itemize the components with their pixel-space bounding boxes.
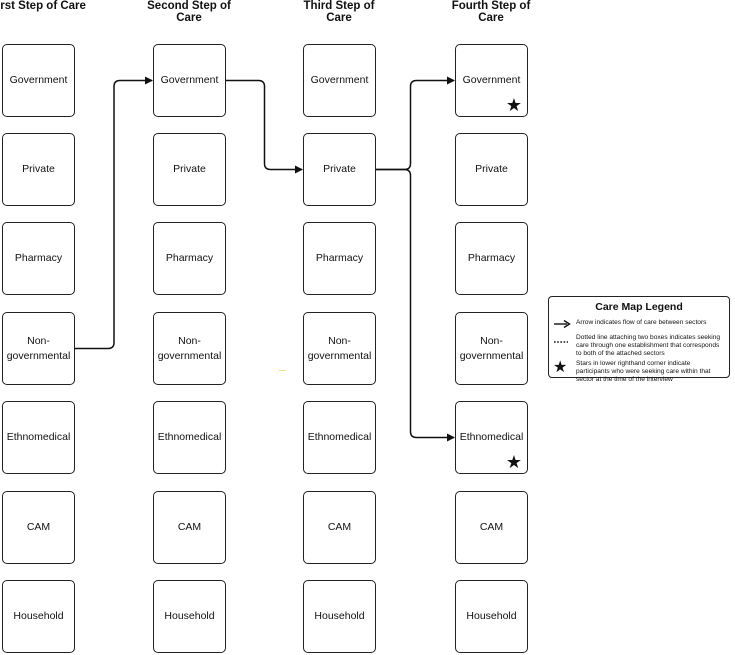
step3-government-box: Government bbox=[303, 44, 376, 117]
box-label: Private bbox=[22, 163, 55, 175]
flow-arrow-1 bbox=[226, 79, 303, 174]
step1-non-governmental-box: Non-governmental bbox=[2, 312, 75, 385]
step2-cam-box: CAM bbox=[153, 491, 226, 564]
box-label: Non-governmental bbox=[307, 334, 372, 362]
stray-mark bbox=[279, 370, 286, 371]
step3-non-governmental-box: Non-governmental bbox=[303, 312, 376, 385]
flow-arrow-3 bbox=[376, 168, 455, 442]
star-icon: ★ bbox=[553, 359, 568, 376]
step1-cam-box: CAM bbox=[2, 491, 75, 564]
step2-household-box: Household bbox=[153, 580, 226, 653]
box-label: Government bbox=[160, 74, 219, 86]
box-label: Government bbox=[310, 74, 369, 86]
legend-title: Care Map Legend bbox=[595, 301, 683, 313]
box-label: Non-governmental bbox=[157, 334, 222, 362]
step4-private-box: Private bbox=[455, 133, 528, 206]
step4-pharmacy-box: Pharmacy bbox=[455, 222, 528, 295]
column-header-second-step: Second Step of Care bbox=[147, 0, 231, 24]
legend-item-star: ★ Stars in lower righthand corner indica… bbox=[553, 359, 725, 384]
step4-cam-box: CAM bbox=[455, 491, 528, 564]
step1-pharmacy-box: Pharmacy bbox=[2, 222, 75, 295]
step2-ethnomedical-box: Ethnomedical bbox=[153, 401, 226, 474]
current-care-star-icon: ★ bbox=[505, 95, 522, 115]
box-label: Private bbox=[475, 163, 508, 175]
box-label: Private bbox=[173, 163, 206, 175]
box-label: Ethnomedical bbox=[157, 431, 222, 443]
care-map-legend: Care Map Legend Arrow indicates flow of … bbox=[548, 296, 730, 384]
step4-ethnomedical-box: Ethnomedical ★ bbox=[455, 401, 528, 474]
flow-arrow-2 bbox=[376, 76, 455, 171]
step4-government-box: Government ★ bbox=[455, 44, 528, 117]
box-label: Household bbox=[466, 610, 517, 622]
step4-household-box: Household bbox=[455, 580, 528, 653]
box-label: Private bbox=[323, 163, 356, 175]
step1-household-box: Household bbox=[2, 580, 75, 653]
box-label: Pharmacy bbox=[315, 252, 364, 264]
flow-arrow-0 bbox=[75, 76, 153, 350]
step2-private-box: Private bbox=[153, 133, 226, 206]
box-label: CAM bbox=[177, 521, 202, 533]
box-label: Pharmacy bbox=[467, 252, 516, 264]
box-label: Household bbox=[164, 610, 215, 622]
column-header-fourth-step: Fourth Step of Care bbox=[451, 0, 531, 24]
box-label: Government bbox=[9, 74, 68, 86]
legend-text-star: Stars in lower righthand corner indicate… bbox=[576, 360, 711, 383]
step3-private-box: Private bbox=[303, 133, 376, 206]
box-label: Government bbox=[462, 74, 521, 86]
step3-ethnomedical-box: Ethnomedical bbox=[303, 401, 376, 474]
box-label: Non-governmental bbox=[459, 334, 524, 362]
box-label: Ethnomedical bbox=[459, 431, 524, 443]
box-label: CAM bbox=[26, 521, 51, 533]
box-label: Ethnomedical bbox=[6, 431, 71, 443]
step3-cam-box: CAM bbox=[303, 491, 376, 564]
legend-text-dotted-line: Dotted line attaching two boxes indicate… bbox=[576, 334, 721, 357]
box-label: CAM bbox=[327, 521, 352, 533]
box-label: Pharmacy bbox=[165, 252, 214, 264]
step3-pharmacy-box: Pharmacy bbox=[303, 222, 376, 295]
step1-ethnomedical-box: Ethnomedical bbox=[2, 401, 75, 474]
step4-non-governmental-box: Non-governmental bbox=[455, 312, 528, 385]
box-label: Household bbox=[13, 610, 64, 622]
arrow-icon bbox=[554, 319, 571, 329]
dotted-line-icon bbox=[554, 341, 568, 343]
legend-item-dotted-line: Dotted line attaching two boxes indicate… bbox=[553, 334, 725, 360]
legend-text-arrow: Arrow indicates flow of care between sec… bbox=[576, 319, 707, 326]
box-label: CAM bbox=[479, 521, 504, 533]
box-label: Pharmacy bbox=[14, 252, 63, 264]
step1-private-box: Private bbox=[2, 133, 75, 206]
box-label: Ethnomedical bbox=[307, 431, 372, 443]
box-label: Household bbox=[314, 610, 365, 622]
flow-arrow-group bbox=[75, 76, 455, 442]
step2-pharmacy-box: Pharmacy bbox=[153, 222, 226, 295]
step3-household-box: Household bbox=[303, 580, 376, 653]
current-care-star-icon: ★ bbox=[505, 452, 522, 472]
box-label: Non-governmental bbox=[6, 334, 71, 362]
step2-non-governmental-box: Non-governmental bbox=[153, 312, 226, 385]
step2-government-box: Government bbox=[153, 44, 226, 117]
step1-government-box: Government bbox=[2, 44, 75, 117]
legend-item-arrow: Arrow indicates flow of care between sec… bbox=[553, 318, 725, 329]
column-header-first-step: First Step of Care bbox=[0, 0, 86, 12]
column-header-third-step: Third Step of Care bbox=[303, 0, 375, 24]
